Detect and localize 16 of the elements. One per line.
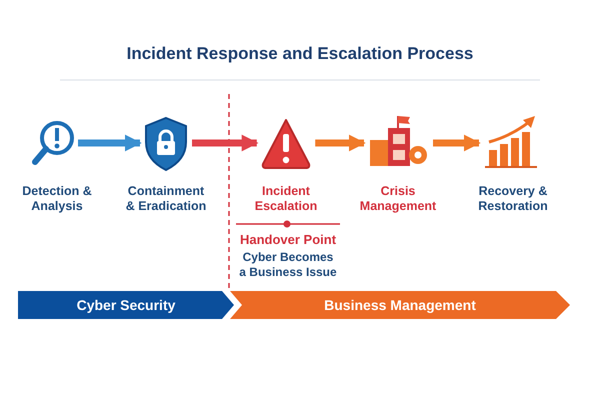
arrow (315, 134, 366, 152)
step-label: Detection & Analysis (21, 184, 93, 214)
note-text: Cyber Becomes a Business Issue (238, 250, 338, 280)
band-label: Business Management (323, 296, 477, 315)
arrow (433, 134, 481, 152)
step-label: Containment & Eradication (124, 184, 208, 214)
arrow (192, 134, 258, 152)
step-label: Crisis Management (358, 184, 438, 214)
step-label: Recovery & Restoration (477, 184, 549, 214)
phase-band (230, 291, 570, 319)
arrow (78, 134, 142, 152)
title: Incident Response and Escalation Process (126, 44, 474, 64)
step-label: Incident Escalation (254, 184, 318, 214)
band-label: Cyber Security (76, 296, 176, 315)
handover-label: Handover Point (238, 232, 338, 247)
phase-band (18, 291, 234, 319)
